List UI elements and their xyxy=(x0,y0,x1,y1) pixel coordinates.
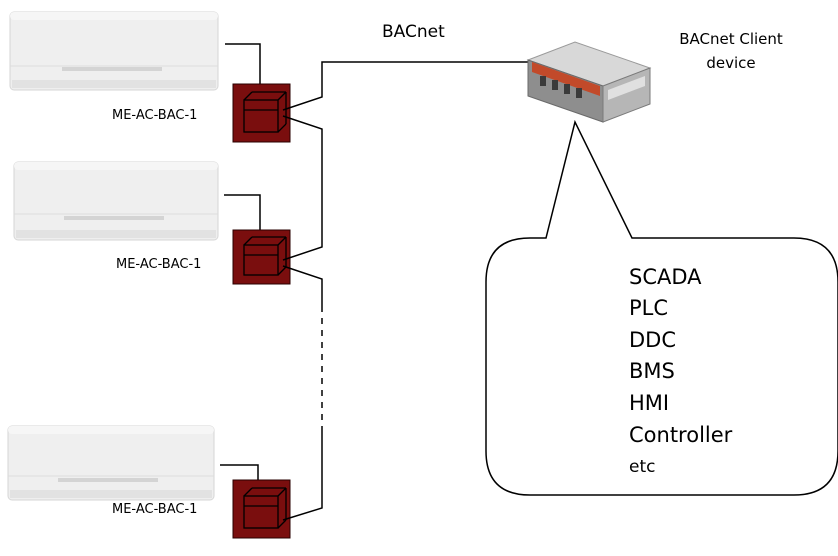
client-type-item: BMS xyxy=(629,359,675,383)
gateway-2 xyxy=(232,229,291,285)
bacnet-label: BACnet xyxy=(382,22,445,42)
client-device-label-line1: BACnet Client xyxy=(679,30,783,48)
client-types-callout xyxy=(485,119,838,496)
client-type-item: PLC xyxy=(629,296,668,320)
client-type-item: SCADA xyxy=(629,265,702,289)
client-type-item: etc xyxy=(629,457,655,477)
client-type-item: Controller xyxy=(629,423,733,447)
client-types-list: SCADA PLC DDC BMS HMI Controller etc xyxy=(629,265,733,477)
ac-unit-3 xyxy=(7,425,215,501)
client-device-label-line2: device xyxy=(706,54,755,72)
ac-unit-2 xyxy=(13,161,219,241)
gateway-1-label: ME-AC-BAC-1 xyxy=(112,108,197,123)
ac-gateway-wires xyxy=(220,43,261,480)
client-device-image xyxy=(526,41,652,123)
ac-unit-1 xyxy=(9,11,219,91)
client-type-item: HMI xyxy=(629,391,669,415)
gateway-3 xyxy=(232,479,291,539)
bacnet-bus xyxy=(282,61,528,521)
gateway-1 xyxy=(232,83,291,143)
gateway-3-label: ME-AC-BAC-1 xyxy=(112,502,197,517)
client-type-item: DDC xyxy=(629,328,676,352)
gateway-2-label: ME-AC-BAC-1 xyxy=(116,257,201,272)
